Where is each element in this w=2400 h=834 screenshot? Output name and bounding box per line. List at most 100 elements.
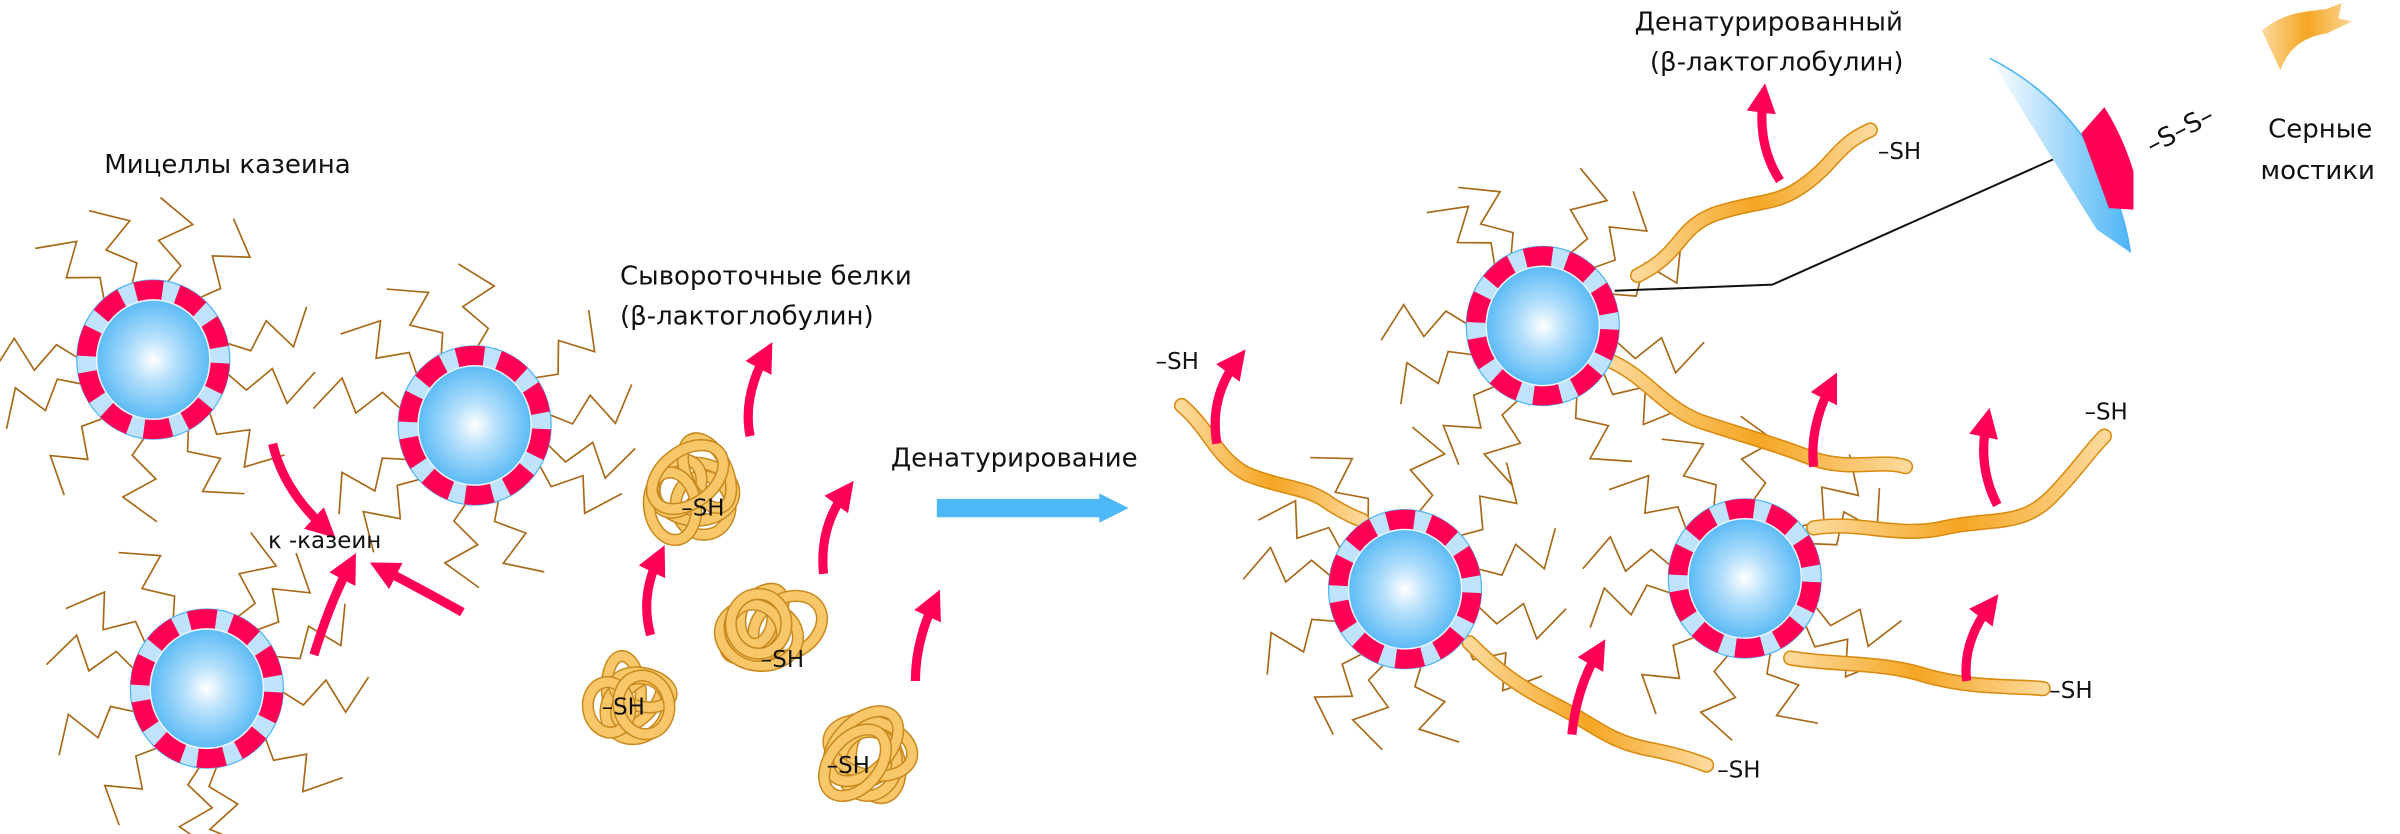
kappa-casein-hair xyxy=(1661,438,1717,509)
kappa-casein-hair xyxy=(121,435,158,523)
red-arrow xyxy=(910,589,941,682)
kappa-casein-hair xyxy=(1478,602,1567,641)
kappa-casein-hair xyxy=(227,306,308,352)
denatured-strand xyxy=(1600,353,1912,473)
kappa-casein-segment xyxy=(464,480,495,505)
casein-micelle xyxy=(1327,508,1483,670)
kappa-casein-hair xyxy=(5,378,81,429)
whey-protein-globule xyxy=(817,705,919,805)
red-arrow xyxy=(1567,639,1606,735)
denatured-strand xyxy=(1784,651,2050,695)
kappa-casein-hair xyxy=(1426,205,1496,267)
kappa-casein-hair xyxy=(186,427,245,495)
kappa-casein-segment xyxy=(232,724,267,759)
kappa-casein-hair xyxy=(1409,426,1447,515)
kappa-casein-hair xyxy=(1459,462,1518,537)
protein-fragment xyxy=(2262,3,2353,71)
kappa-casein-hair xyxy=(1812,487,1881,546)
kappa-casein-hair xyxy=(1568,167,1609,255)
sulfur-bridges-sublabel: мостики xyxy=(2260,156,2374,186)
kappa-casein-hair xyxy=(550,384,633,425)
disulfide-bond-label: –S–S– xyxy=(2141,100,2219,160)
sh-groups: –SH –SH –SH –SH –SH –SH –SH –SH –SH xyxy=(602,139,2128,783)
kappa-casein-hair xyxy=(1257,499,1341,549)
kappa-casein-hair xyxy=(1478,528,1557,577)
casein-micelle xyxy=(76,279,231,440)
kappa-casein-hair xyxy=(1242,545,1331,584)
globule-loop xyxy=(819,724,891,801)
kappa-casein-hair xyxy=(547,441,636,480)
kappa-casein-segment xyxy=(500,461,535,496)
kappa-casein-hair xyxy=(157,196,195,285)
denatured-label: Денатурированный xyxy=(1635,8,1903,38)
kappa-casein-hair xyxy=(0,336,78,372)
kappa-casein-hair xyxy=(65,590,147,644)
kappa-casein-hair xyxy=(1766,650,1819,725)
red-arrow xyxy=(818,480,854,575)
red-arrow xyxy=(1969,407,2002,508)
micelle-core xyxy=(1485,265,1601,387)
kappa-casein-segment xyxy=(1770,614,1805,649)
micelle-surface-detail xyxy=(1989,58,2131,253)
kappa-casein-hair xyxy=(1482,398,1522,486)
whey-protein-globule xyxy=(713,582,829,673)
red-arrow xyxy=(638,545,666,637)
kappa-casein-hair xyxy=(198,218,252,299)
kappa-casein-hair xyxy=(1458,186,1514,257)
kappa-casein-hair xyxy=(1616,336,1705,375)
red-arrows xyxy=(268,83,2002,735)
micelle-core xyxy=(149,628,265,750)
kappa-casein-hair xyxy=(1266,618,1336,675)
red-arrow xyxy=(369,562,465,617)
kappa-casein-hair xyxy=(1313,652,1364,736)
kappa-casein-segment xyxy=(147,618,181,653)
casein-micelle xyxy=(1465,245,1620,407)
whey-proteins-sublabel: (β-лактоглобулин) xyxy=(620,301,874,331)
kappa-casein-segment xyxy=(133,280,164,305)
kappa-casein-hair xyxy=(227,367,316,405)
kappa-casein-segment xyxy=(196,743,227,769)
kappa-casein-hair xyxy=(1310,456,1370,523)
kappa-casein-hair xyxy=(1380,303,1467,341)
kappa-casein-hair xyxy=(255,552,312,631)
denatured-protein-strands xyxy=(1173,122,2113,773)
kappa-casein-hair xyxy=(1640,636,1696,715)
denatured-strand xyxy=(1631,123,1877,282)
casein-micelles xyxy=(76,245,1822,769)
kappa-casein-segment xyxy=(1734,633,1765,658)
kappa-casein-hair xyxy=(282,676,370,714)
kappa-casein-segment xyxy=(1568,361,1603,397)
casein-micelle xyxy=(1667,498,1822,659)
sh-group-label: –SH xyxy=(2084,399,2127,425)
kappa-casein-segment xyxy=(1522,246,1554,271)
globule-loop xyxy=(613,671,674,739)
globule-loop xyxy=(726,589,791,659)
red-arrow xyxy=(1961,594,1999,682)
casein-micelles-label: Мицеллы казеина xyxy=(104,150,350,180)
red-arrow xyxy=(1746,83,1784,184)
kappa-casein-hair xyxy=(103,746,159,826)
denatured-strand xyxy=(1175,399,1369,527)
sh-group-label: –SH xyxy=(827,753,870,779)
red-arrow xyxy=(309,553,356,657)
kappa-casein-hair xyxy=(1351,662,1390,751)
kappa-casein-segment xyxy=(1394,644,1426,669)
sulfur-bridges-label: Серные xyxy=(2268,115,2372,145)
kappa-casein-hair xyxy=(276,603,346,660)
kappa-casein-hair xyxy=(49,417,105,496)
kappa-casein-segment xyxy=(1345,518,1380,554)
denatured-strand xyxy=(1463,636,1713,772)
whey-protein-globule xyxy=(642,432,741,547)
kappa-casein-segment xyxy=(1685,508,1719,543)
kappa-casein-segment xyxy=(186,609,218,634)
kappa-casein-hair xyxy=(338,457,407,515)
globule-loop xyxy=(583,677,635,738)
sh-group-label: –SH xyxy=(602,695,645,721)
kappa-casein-hair xyxy=(1740,415,1777,503)
kappa-casein-hair xyxy=(1582,535,1671,573)
kappa-casein-hair xyxy=(208,411,285,469)
denaturation-label: Денатурирование xyxy=(891,444,1138,474)
kappa-casein-hair xyxy=(493,497,545,573)
kappa-casein-segment xyxy=(1483,255,1517,290)
